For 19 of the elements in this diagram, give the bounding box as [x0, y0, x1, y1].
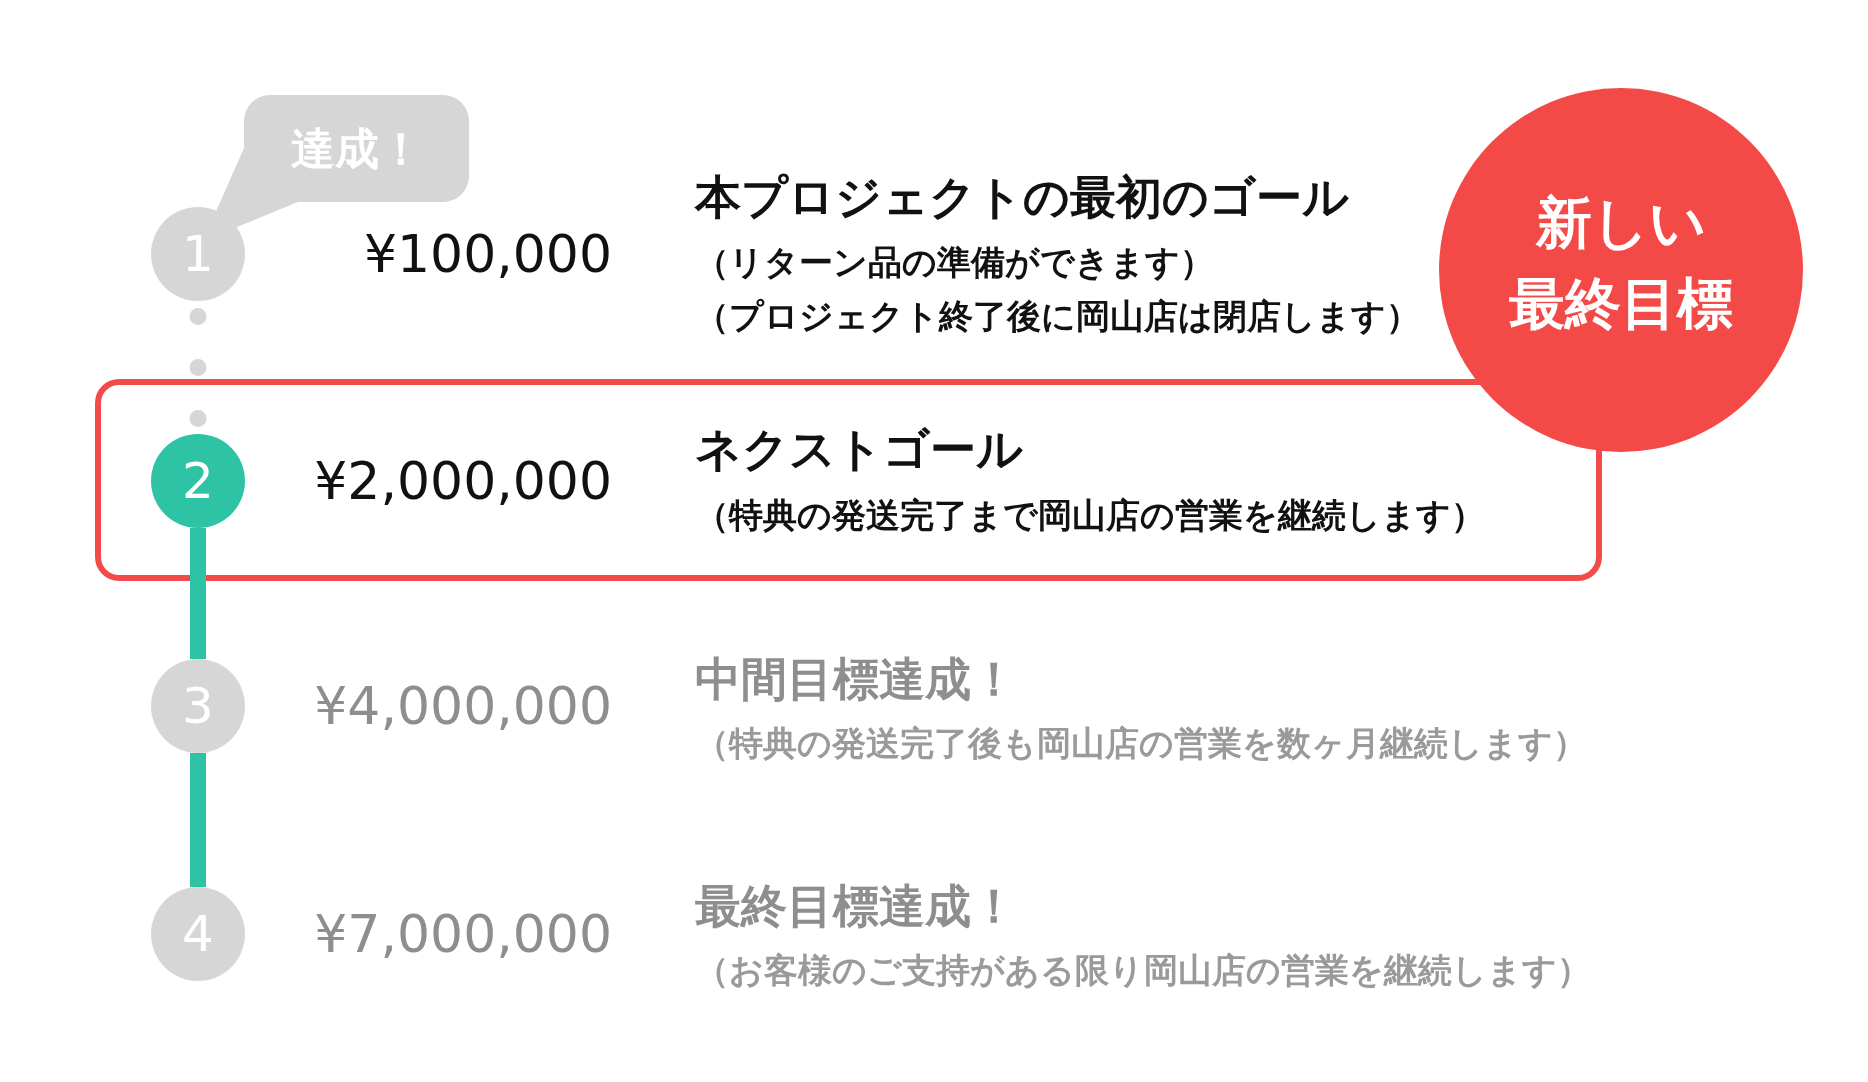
amount-text: ¥100,000 [363, 222, 612, 286]
step-circle: 2 [151, 434, 245, 528]
goal-heading: 中間目標達成！ [695, 652, 1017, 708]
goal-heading: ネクストゴール [695, 422, 1023, 478]
goal-note: （プロジェクト終了後に岡山店は閉店します） [695, 295, 1420, 337]
connector-line [190, 753, 206, 887]
amount-text: ¥4,000,000 [314, 674, 612, 738]
goal-heading: 本プロジェクトの最初のゴール [695, 170, 1349, 226]
goal-note: （お客様のご支持がある限り岡山店の営業を継続します） [695, 949, 1591, 991]
goal-heading: 最終目標達成！ [695, 879, 1017, 935]
amount-text: ¥2,000,000 [314, 449, 612, 513]
highlight-frame [95, 379, 1602, 581]
goal-note: （特典の発送完了後も岡山店の営業を数ヶ月継続します） [695, 722, 1587, 764]
connector-line [190, 528, 206, 659]
speech-bubble [214, 95, 469, 227]
goal-circle: 新しい最終目標 [1439, 88, 1803, 452]
goal-note: （特典の発送完了まで岡山店の営業を継続します） [695, 494, 1485, 536]
goal-note: （リターン品の準備ができます） [695, 241, 1214, 283]
amount-text: ¥7,000,000 [314, 902, 612, 966]
